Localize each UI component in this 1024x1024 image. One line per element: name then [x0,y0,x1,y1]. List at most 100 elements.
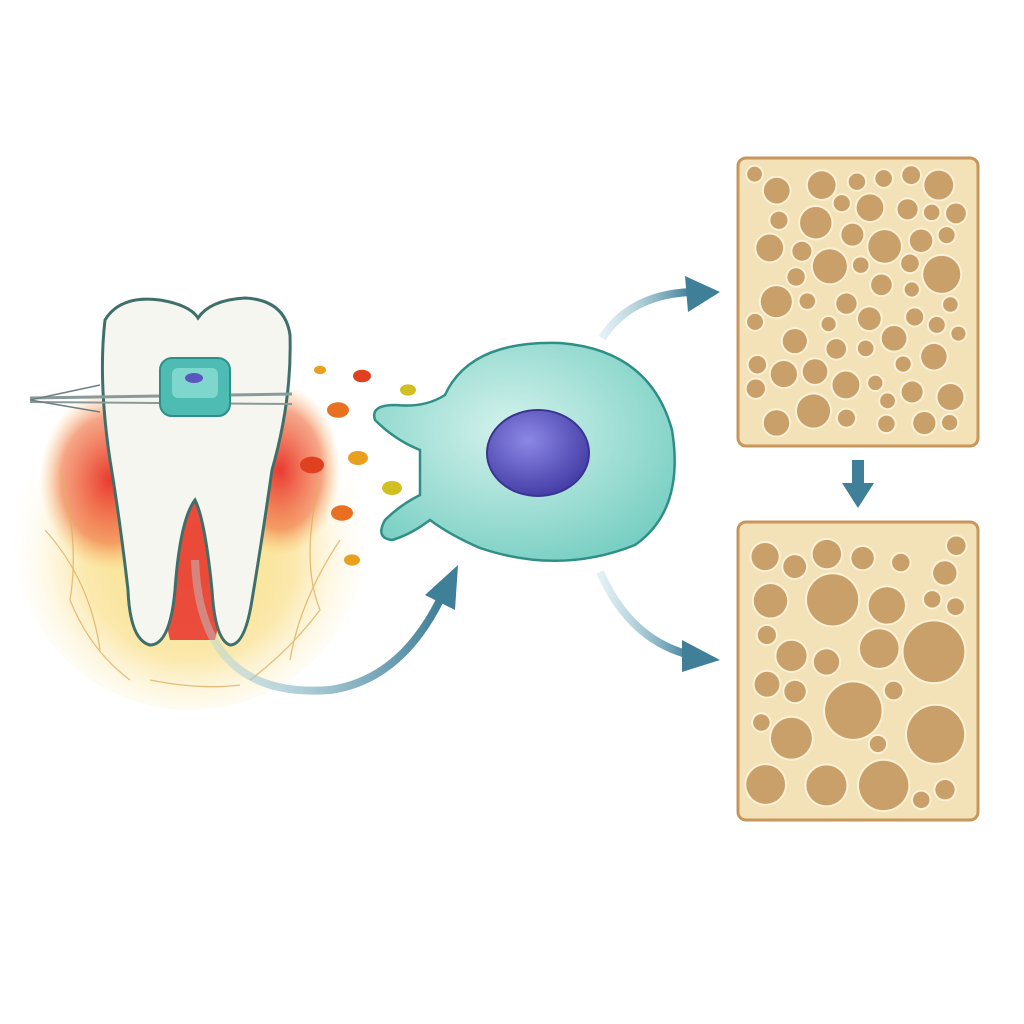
pore [807,171,836,199]
pore [753,714,770,731]
pore [812,539,842,569]
pore [782,329,807,354]
pore [852,257,869,273]
pore [770,717,812,759]
arrows [191,276,874,695]
pore [837,409,856,427]
pore [753,584,788,618]
pore [938,227,955,244]
pore [746,765,786,804]
pore [928,316,945,333]
pore [924,591,941,608]
tooth [29,296,293,647]
pore [756,234,784,262]
pore [784,680,806,703]
pore [878,415,895,433]
pore [833,195,850,212]
pore [943,297,958,312]
pore [812,249,847,284]
pore [770,211,788,229]
pore [825,682,882,739]
pore [787,268,805,286]
pore [947,536,966,555]
pore [951,326,966,341]
pore [923,204,940,221]
pore [913,791,930,809]
pore [868,587,905,624]
pore [763,410,790,436]
pore [800,206,832,239]
pore [941,414,958,431]
pore [935,780,955,800]
pore [897,199,918,220]
pore [901,254,919,273]
pore [875,170,892,187]
pore [747,166,762,182]
tooth-body [100,296,292,647]
pore [813,649,840,675]
particle [300,456,324,474]
pore [857,307,881,331]
pore [923,255,961,293]
pore [946,203,966,224]
pore [799,293,816,309]
pore [904,282,919,297]
pore [848,173,866,190]
pore [857,340,874,357]
pore [947,598,964,616]
pore [906,308,924,326]
pore [807,574,859,626]
pore [751,542,779,571]
pore [757,625,776,645]
bone-pores-dense [744,164,968,438]
nerve-lines [44,469,341,688]
bone-pores-porous [744,534,968,813]
pore [763,177,790,204]
pore [792,241,812,261]
pore [836,293,857,314]
pore [907,705,965,763]
pore [746,379,765,398]
pore [851,546,874,570]
particle [327,402,349,418]
pore [832,371,860,399]
pore [748,355,767,374]
cell-nucleus [486,409,590,497]
particle [382,481,402,495]
bracket-center [185,373,203,383]
pore [869,735,887,753]
pore [868,230,901,263]
pore [859,760,909,811]
pore [901,381,923,403]
pore [760,286,792,318]
arrow-down-shaft [852,460,864,485]
arrow-cell-to-porous-bone-head [682,640,720,672]
particle [348,451,368,465]
arrow-tooth-to-cell [191,559,444,695]
arrow-down-head [842,483,874,508]
pore [859,629,899,668]
pore [747,313,763,330]
arrow-cell-to-dense-bone [598,288,691,341]
pore [806,765,847,806]
pore [796,394,831,428]
pore [933,561,957,585]
pore [856,194,884,222]
pore [776,640,807,671]
pore [802,359,828,384]
pore [754,671,780,697]
arrow-tooth-to-cell-head [425,565,458,610]
pore [924,170,954,200]
particle [400,384,416,396]
pore [902,166,921,185]
pore [880,393,895,409]
particle [331,505,353,521]
pore [783,555,807,579]
pore [868,375,883,391]
pore [909,229,933,253]
pore [770,360,797,388]
pore [884,681,903,700]
pore [895,356,911,372]
pore [841,223,864,246]
